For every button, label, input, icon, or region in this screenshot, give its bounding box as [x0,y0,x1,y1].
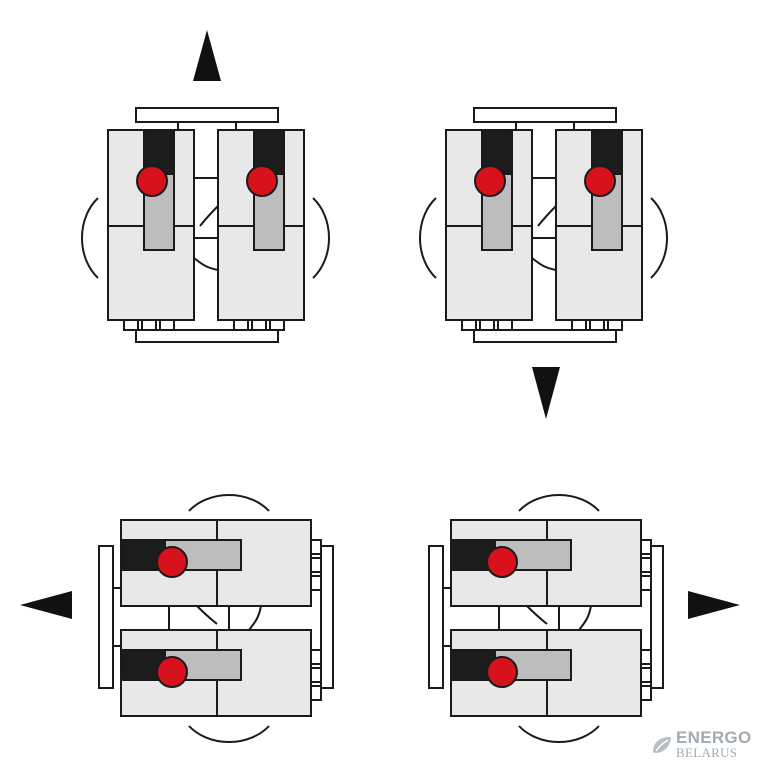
switch-unit [120,629,322,717]
arrow-down-icon [532,367,560,419]
terminal-block [310,667,322,683]
terminal-block [310,575,322,591]
terminal-block [640,539,652,555]
housing-arc [518,494,600,512]
panel-vertical-down [419,107,668,343]
link-bar [532,177,556,239]
watermark-line2: BELARUS [676,745,738,760]
terminal-block [123,319,139,331]
terminal-block [640,557,652,573]
link-bar [194,177,218,239]
link-curve [248,605,262,631]
terminal-block [640,685,652,701]
rail-post [443,587,451,647]
top-rail [428,545,444,689]
watermark: ENERGO BELARUS [650,728,762,762]
terminal-block [269,319,285,331]
link-bar [168,606,230,630]
terminal-block [141,319,157,331]
link-bar [498,606,560,630]
housing-arc [518,725,600,743]
bottom-rail [135,329,279,343]
terminal-block [310,557,322,573]
arrow-up-icon [193,30,221,81]
bottom-rail [650,545,664,689]
switch-unit [555,129,643,331]
terminal-block [497,319,513,331]
terminal-block [233,319,249,331]
terminal-block [479,319,495,331]
switch-unit [120,519,322,607]
housing-arc [81,197,99,279]
terminal-block [589,319,605,331]
top-rail [473,107,617,123]
rail-post [515,122,575,130]
watermark-line1: ENERGO [676,728,752,747]
link-curve [578,605,592,631]
terminal-block [251,319,267,331]
link-curve [196,605,218,625]
housing-arc [419,197,437,279]
red-knob-icon [474,165,506,197]
arrow-left-icon [20,591,72,619]
bottom-rail [320,545,334,689]
link-curve [531,257,557,271]
switch-unit [107,129,195,331]
red-knob-icon [156,546,188,578]
arrow-right-icon [688,591,740,619]
switch-unit [217,129,305,331]
red-knob-icon [156,656,188,688]
top-rail [135,107,279,123]
link-curve [199,205,219,227]
rail-post [177,122,237,130]
terminal-block [310,539,322,555]
terminal-block [640,575,652,591]
terminal-block [310,649,322,665]
terminal-block [461,319,477,331]
switch-unit [450,519,652,607]
red-knob-icon [584,165,616,197]
rail-post [113,587,121,647]
red-knob-icon [486,546,518,578]
red-knob-icon [136,165,168,197]
terminal-block [640,667,652,683]
terminal-block [571,319,587,331]
terminal-block [640,649,652,665]
switch-unit [445,129,533,331]
housing-arc [188,725,270,743]
leaf-logo-icon [653,737,671,753]
switch-unit [450,629,652,717]
bottom-rail [473,329,617,343]
panel-vertical-up [81,107,330,343]
terminal-block [310,685,322,701]
link-curve [193,257,219,271]
housing-arc [650,197,668,279]
red-knob-icon [246,165,278,197]
terminal-block [159,319,175,331]
panel-horizontal-right [428,494,664,743]
terminal-block [607,319,623,331]
housing-arc [188,494,270,512]
top-rail [98,545,114,689]
panel-horizontal-left [98,494,334,743]
link-curve [526,605,548,625]
link-curve [537,205,557,227]
housing-arc [312,197,330,279]
red-knob-icon [486,656,518,688]
